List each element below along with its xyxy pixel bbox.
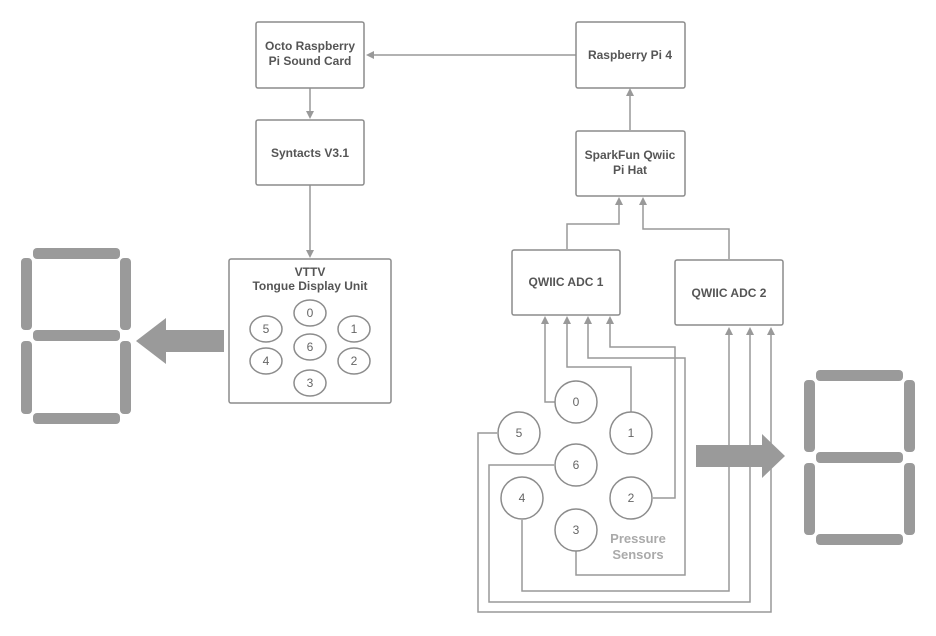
sensor-node: 3 xyxy=(554,508,598,552)
sensors-caption-line1: Pressure xyxy=(610,531,666,546)
syntacts-box: Syntacts V3.1 xyxy=(255,119,365,186)
sound-card-label-line2: Pi Sound Card xyxy=(269,54,352,68)
adc1-box: QWIIC ADC 1 xyxy=(511,249,621,316)
arrowhead xyxy=(306,111,314,119)
sensors-caption-line2: Sensors xyxy=(612,547,663,562)
display-pad: 5 xyxy=(249,315,283,343)
sensor-label: 6 xyxy=(573,458,580,472)
sensor-label: 0 xyxy=(573,395,580,409)
sensor-node: 5 xyxy=(497,411,541,455)
wire-sensor3-adc1 xyxy=(575,324,686,576)
sensor-node: 1 xyxy=(609,411,653,455)
display-pad-label: 4 xyxy=(263,354,270,368)
arrowhead xyxy=(615,197,623,205)
display-pad-label: 5 xyxy=(263,322,270,336)
raspberry-pi-label: Raspberry Pi 4 xyxy=(588,48,672,62)
segment-a xyxy=(33,248,120,259)
display-pad-label: 2 xyxy=(351,354,358,368)
segment-c xyxy=(120,341,131,414)
display-pad: 3 xyxy=(293,369,327,397)
wire-sensor5-adc2 xyxy=(477,335,772,613)
adc2-box: QWIIC ADC 2 xyxy=(674,259,784,326)
sensor-node: 4 xyxy=(500,476,544,520)
display-pad: 6 xyxy=(293,333,327,361)
arrowhead xyxy=(541,316,549,324)
segment-d xyxy=(33,413,120,424)
arrowhead xyxy=(563,316,571,324)
segment-e xyxy=(21,341,32,414)
vttv-label-line1: VTTV xyxy=(295,265,326,279)
arrowhead xyxy=(366,51,374,59)
segment-a xyxy=(816,370,903,381)
syntacts-label: Syntacts V3.1 xyxy=(271,146,349,160)
segment-b xyxy=(120,258,131,330)
connectors xyxy=(306,51,775,613)
vttv-box: VTTV Tongue Display Unit 0 1 2 3 4 5 6 xyxy=(228,258,392,404)
sensor-label: 2 xyxy=(628,491,635,505)
display-pad-label: 6 xyxy=(307,340,314,354)
segment-f xyxy=(21,258,32,330)
arrowhead xyxy=(767,327,775,335)
segment-c xyxy=(904,463,915,535)
segment-e xyxy=(804,463,815,535)
sound-card-box: Octo Raspberry Pi Sound Card xyxy=(255,21,365,89)
arrowhead xyxy=(725,327,733,335)
sensor-node: 6 xyxy=(554,443,598,487)
qwiic-hat-label-line1: SparkFun Qwiic xyxy=(585,148,676,162)
qwiic-hat-box: SparkFun Qwiic Pi Hat xyxy=(575,130,686,197)
sensor-label: 3 xyxy=(573,523,580,537)
qwiic-hat-label-line2: Pi Hat xyxy=(613,163,647,177)
wire-adc2-to-hat xyxy=(642,204,730,259)
sound-card-label-line1: Octo Raspberry xyxy=(265,39,355,53)
display-pad: 0 xyxy=(293,299,327,327)
seven-segment-display-icon xyxy=(804,370,915,545)
arrowhead xyxy=(639,197,647,205)
arrowhead xyxy=(306,250,314,258)
arrowhead xyxy=(606,316,614,324)
wire-adc1-to-hat xyxy=(566,204,620,249)
arrowhead xyxy=(746,327,754,335)
arrowhead xyxy=(626,88,634,96)
arrowhead xyxy=(584,316,592,324)
sensor-node: 0 xyxy=(554,380,598,424)
sensor-label: 5 xyxy=(516,426,523,440)
wire-sensor1-adc1 xyxy=(566,324,632,412)
wire-sensor0-adc1 xyxy=(544,324,557,403)
segment-b xyxy=(904,380,915,452)
display-pad: 4 xyxy=(249,347,283,375)
arrow-left-icon xyxy=(136,318,224,364)
vttv-label-line2: Tongue Display Unit xyxy=(252,279,367,293)
seven-segment-display-icon xyxy=(21,248,131,424)
display-pad: 2 xyxy=(337,347,371,375)
display-pad-label: 3 xyxy=(307,376,314,390)
pressure-sensor-array: 0 1 2 3 4 5 6 Pressure Sensors xyxy=(497,380,666,562)
segment-g xyxy=(816,452,903,463)
display-pad-label: 1 xyxy=(351,322,358,336)
wire-sensor6-adc2 xyxy=(488,335,751,603)
raspberry-pi-box: Raspberry Pi 4 xyxy=(575,21,686,89)
sensor-label: 1 xyxy=(628,426,635,440)
sensor-node: 2 xyxy=(609,476,653,520)
segment-f xyxy=(804,380,815,452)
adc2-label: QWIIC ADC 2 xyxy=(692,286,767,300)
arrow-right-icon xyxy=(696,434,785,478)
segment-g xyxy=(33,330,120,341)
display-pad-label: 0 xyxy=(307,306,314,320)
wire-sensor2-adc1 xyxy=(609,324,676,499)
adc1-label: QWIIC ADC 1 xyxy=(529,275,604,289)
display-pad: 1 xyxy=(337,315,371,343)
sensor-label: 4 xyxy=(519,491,526,505)
segment-d xyxy=(816,534,903,545)
